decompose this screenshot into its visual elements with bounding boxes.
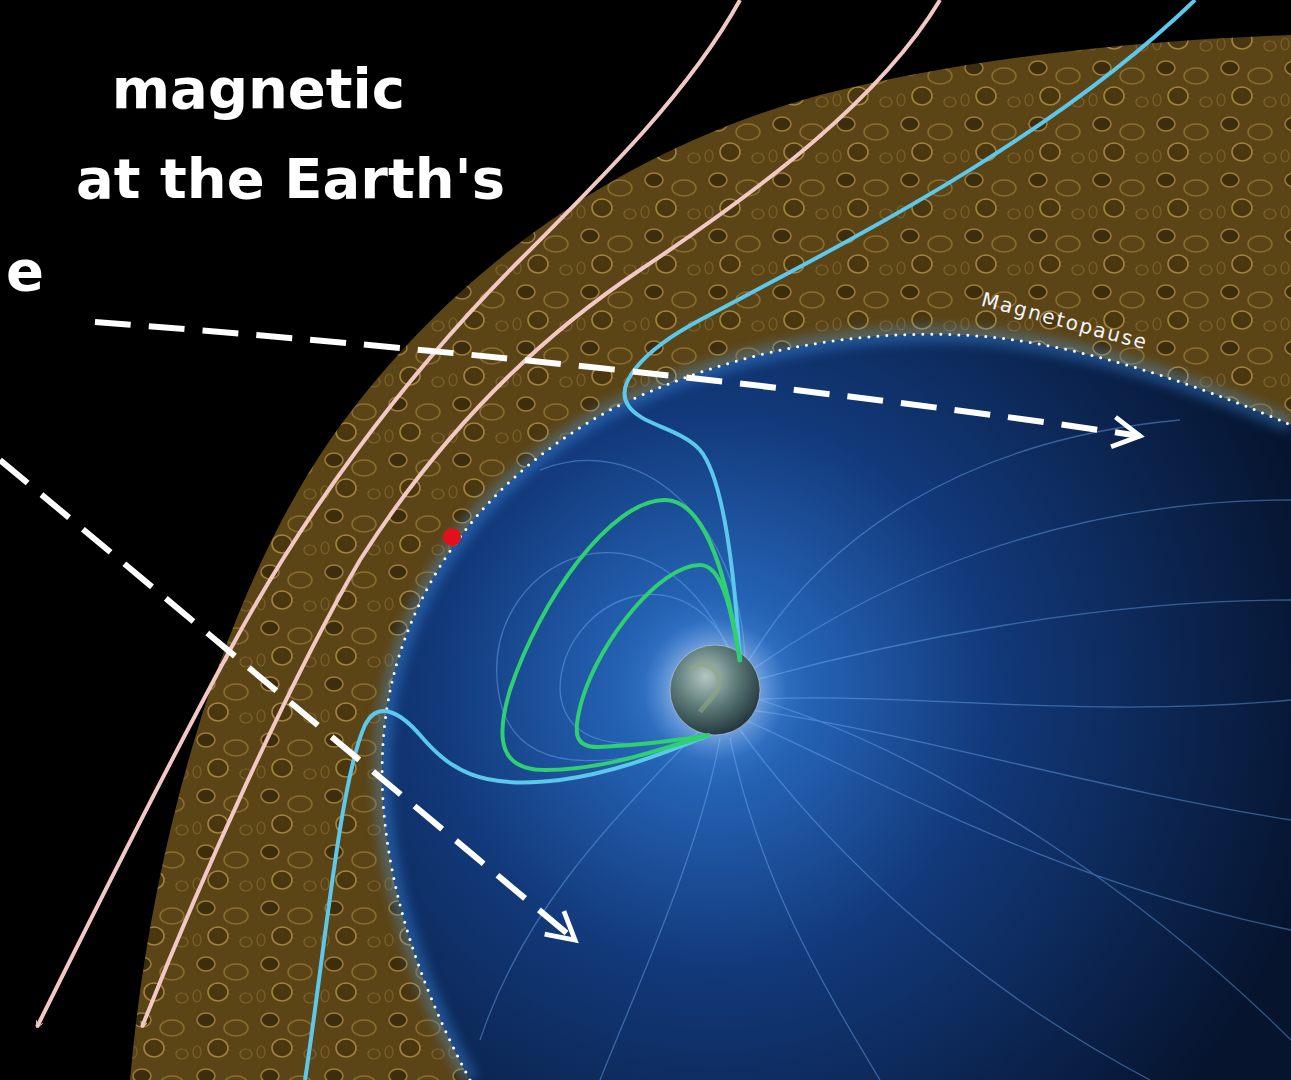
field-line [750,698,1291,707]
field-line-group [480,420,1291,1080]
earth-continent [690,664,719,712]
closed-field-line [502,500,740,770]
earth [670,645,760,735]
magnetosphere-region [382,334,1291,1080]
flow-arrow [95,322,1140,436]
label-slot: magnetic [112,58,405,120]
field-line [752,500,1291,670]
field-line [600,738,720,1080]
field-line [730,738,880,1080]
label-slot: Magnetopause [979,288,1150,354]
closed-field-line [577,565,740,747]
magnetopause-glow [382,334,1291,1080]
title-fragment: e [6,240,44,302]
reconnection-dot [443,528,461,546]
flow-arrow [0,460,575,940]
open-field-line [625,0,1195,662]
field-line [745,720,1291,930]
label-slot: e [6,240,44,302]
magnetopause-boundary [382,334,1291,1080]
open-field-line [305,711,710,1080]
title-fragment: magnetic [112,58,405,120]
field-line [740,730,1150,1080]
solar-wind-field-line [37,0,740,1027]
boundary-label: Magnetopause [979,288,1150,354]
label-slot: at the Earth's [76,148,505,210]
title-fragment: at the Earth's [76,148,505,210]
field-line [760,700,1291,1040]
field-line [748,420,1180,662]
field-line [755,600,1291,680]
